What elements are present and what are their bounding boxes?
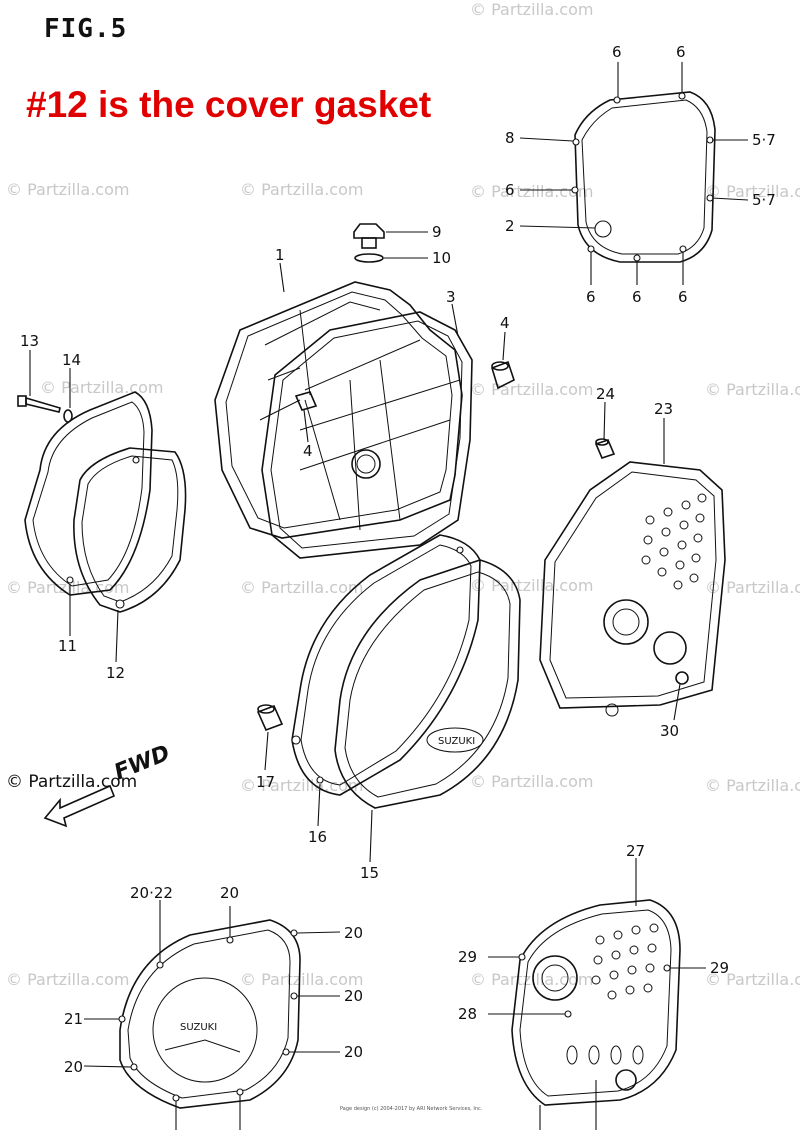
- callout: 20: [344, 1043, 363, 1061]
- callout: 16: [308, 828, 327, 846]
- callout: 20: [344, 987, 363, 1005]
- part-generator-cover-15: SUZUKI: [334, 559, 521, 809]
- part-crankcase-cover-23: [539, 461, 726, 717]
- watermark: © Partzilla.com: [240, 578, 364, 597]
- callout: 12: [106, 664, 125, 682]
- watermark: © Partzilla.com: [240, 776, 364, 795]
- watermark: © Partzilla.com: [240, 970, 364, 989]
- callout: 6: [676, 43, 686, 61]
- callout: 20: [220, 884, 239, 902]
- part-gasket-16: [291, 534, 481, 796]
- part-oil-plug: [353, 223, 385, 263]
- watermark: © Partzilla.com: [470, 970, 594, 989]
- callout: 6: [586, 288, 596, 306]
- callout: 10: [432, 249, 451, 267]
- outer-cover-logo: SUZUKI: [180, 1022, 217, 1033]
- watermark: © Partzilla.com: [705, 182, 800, 201]
- callout: 6: [632, 288, 642, 306]
- fwd-arrow: FWD: [43, 741, 174, 828]
- callout: 2: [505, 217, 515, 235]
- callout-labels: 6 6 8 5·7 6 5·7 2 6 6 6 9 10 1 3 4 4 13 …: [20, 43, 776, 1076]
- callout: 15: [360, 864, 379, 882]
- callout: 6: [678, 288, 688, 306]
- callout: 30: [660, 722, 679, 740]
- callout: 5·7: [752, 191, 776, 209]
- figure-title: FIG.5: [44, 14, 128, 44]
- part-clutch-cover: [214, 281, 463, 539]
- callout: 14: [62, 351, 81, 369]
- part-dowel-17: [256, 704, 284, 732]
- callout: 23: [654, 400, 673, 418]
- page-footer: Page design (c) 2004-2017 by ARI Network…: [340, 1106, 483, 1112]
- callout: 29: [458, 948, 477, 966]
- callout: 20: [344, 924, 363, 942]
- callout: 24: [596, 385, 615, 403]
- watermark: © Partzilla.com: [470, 0, 594, 19]
- watermark: © Partzilla.com: [6, 772, 138, 792]
- callout: 11: [58, 637, 77, 655]
- leader-lines: [29, 62, 749, 1130]
- watermark: © Partzilla.com: [705, 578, 800, 597]
- watermark: © Partzilla.com: [470, 182, 594, 201]
- watermark: © Partzilla.com: [6, 180, 130, 199]
- part-generator-outer-cover: SUZUKI: [118, 919, 301, 1109]
- part-dowel-pin: [294, 360, 515, 411]
- callout: 9: [432, 223, 442, 241]
- callout: 3: [446, 288, 456, 306]
- callout: 1: [275, 246, 285, 264]
- watermark: © Partzilla.com: [240, 180, 364, 199]
- callout: 20·22: [130, 884, 173, 902]
- watermark: © Partzilla.com: [705, 380, 800, 399]
- callout: 5·7: [752, 131, 776, 149]
- watermark: © Partzilla.com: [6, 970, 130, 989]
- callout: 6: [505, 181, 515, 199]
- callout: 6: [612, 43, 622, 61]
- part-gasket-top-right: [571, 91, 716, 263]
- watermark: © Partzilla.com: [470, 576, 594, 595]
- watermark: © Partzilla.com: [6, 578, 130, 597]
- callout: 21: [64, 1010, 83, 1028]
- fwd-label: FWD: [111, 741, 174, 786]
- part-clutch-cover-gasket: [261, 311, 473, 559]
- part-cover-27: [511, 899, 681, 1106]
- callout: 4: [303, 442, 313, 460]
- callout: 8: [505, 129, 515, 147]
- gasket-annotation: #12 is the cover gasket: [26, 84, 432, 125]
- callout: 27: [626, 842, 645, 860]
- callout: 20: [64, 1058, 83, 1076]
- part-dowel-24: [594, 438, 616, 459]
- callout: 4: [500, 314, 510, 332]
- watermark: © Partzilla.com: [470, 380, 594, 399]
- watermark: © Partzilla.com: [470, 772, 594, 791]
- watermark: © Partzilla.com: [705, 776, 800, 795]
- part-side-cover-gasket-12: [73, 447, 187, 613]
- callout: 17: [256, 773, 275, 791]
- callout: 28: [458, 1005, 477, 1023]
- callout: 13: [20, 332, 39, 350]
- generator-cover-logo: SUZUKI: [438, 736, 475, 747]
- callout: 29: [710, 959, 729, 977]
- watermark: © Partzilla.com: [705, 970, 800, 989]
- part-bolt-13: [17, 395, 73, 423]
